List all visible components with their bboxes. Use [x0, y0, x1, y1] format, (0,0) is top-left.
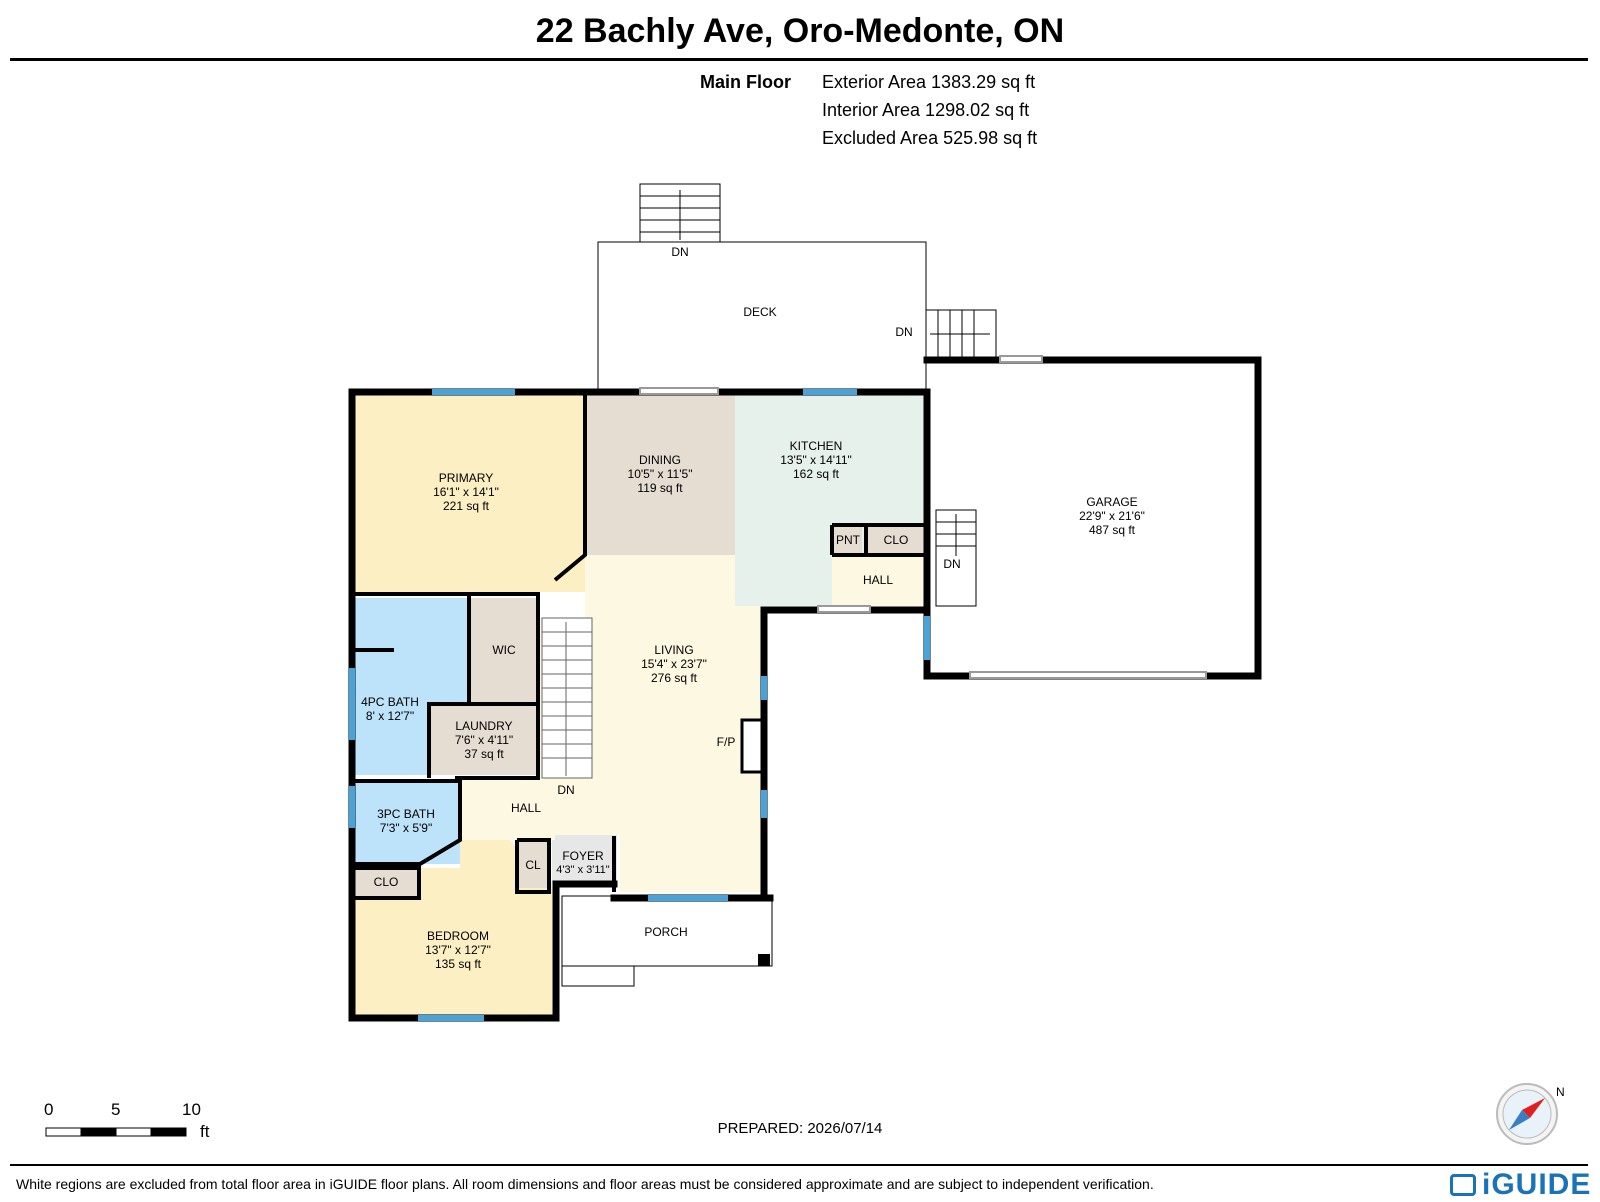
deck-stairs-top-label: DN — [671, 245, 688, 259]
cl-foyer-label: CL — [525, 858, 541, 872]
scale-unit: ft — [200, 1122, 210, 1141]
windows — [349, 389, 930, 1021]
kitchen-area: 162 sq ft — [793, 467, 840, 481]
room-laundry — [429, 704, 538, 775]
room-foyer — [552, 835, 617, 883]
room-hall-kitchen — [832, 555, 926, 606]
scale-ten: 10 — [182, 1100, 201, 1119]
garage-stairs — [935, 509, 977, 607]
laundry-area: 37 sq ft — [464, 747, 504, 761]
compass-north-label: N — [1556, 1085, 1565, 1099]
deck-stairs-top — [639, 183, 721, 243]
scale-zero: 0 — [44, 1100, 54, 1119]
porch-label: PORCH — [644, 925, 687, 939]
deck-stairs-right-label: DN — [895, 325, 912, 339]
room-pantry — [832, 525, 862, 555]
garage-area: 487 sq ft — [1089, 523, 1136, 537]
room-hall-west — [460, 780, 555, 840]
prepared-date: PREPARED: 2026/07/14 — [717, 1120, 883, 1137]
garage-dims: 22'9" x 21'6" — [1079, 509, 1145, 523]
deck-label: DECK — [743, 305, 776, 319]
fireplace-label: F/P — [717, 735, 736, 749]
room-dining — [585, 392, 735, 555]
laundry-dims: 7'6" x 4'11" — [455, 733, 513, 747]
floor-name: Main Floor — [700, 72, 791, 92]
primary-name: PRIMARY — [439, 471, 493, 485]
bedroom-name: BEDROOM — [427, 929, 489, 943]
scale-bar — [45, 1127, 187, 1137]
iguide-logo-icon — [1450, 1174, 1476, 1196]
clo-bedroom-label: CLO — [374, 875, 399, 889]
interior-walls — [352, 392, 927, 900]
living-name: LIVING — [654, 643, 693, 657]
dining-dims: 10'5" x 11'5" — [628, 467, 693, 481]
footer-divider — [10, 1164, 1588, 1166]
bedroom-dims: 13'7" x 12'7" — [425, 943, 491, 957]
dining-area: 119 sq ft — [637, 481, 683, 495]
foyer-dims: 4'3" x 3'11" — [556, 864, 609, 876]
room-primary — [352, 392, 585, 592]
primary-dims: 16'1" x 14'1" — [433, 485, 499, 499]
room-living — [540, 555, 762, 892]
room-cl-foyer — [517, 840, 549, 888]
wic-label: WIC — [492, 643, 516, 657]
room-clo-bedroom — [352, 868, 419, 898]
pantry-label: PNT — [836, 533, 861, 547]
page-title: 22 Bachly Ave, Oro-Medonte, ON — [535, 12, 1065, 50]
room-clo-hall — [866, 525, 926, 555]
clo-hall-label: CLO — [884, 533, 909, 547]
hall-kitchen-label: HALL — [863, 573, 893, 587]
stairs-down — [541, 617, 593, 779]
openings — [639, 355, 1207, 679]
porch-post — [758, 954, 770, 966]
deck-area — [597, 241, 927, 393]
kitchen-dims: 13'5" x 14'11" — [780, 453, 852, 467]
living-dims: 15'4" x 23'7" — [641, 657, 707, 671]
disclaimer: White regions are excluded from total fl… — [16, 1176, 1154, 1192]
bath4-name: 4PC BATH — [361, 695, 419, 709]
garage-name: GARAGE — [1086, 495, 1137, 509]
porch-step — [561, 965, 635, 987]
living-stairs-label: DN — [557, 783, 574, 797]
room-wic — [469, 598, 538, 704]
primary-area: 221 sq ft — [443, 499, 490, 513]
exterior-area: Exterior Area 1383.29 sq ft — [822, 72, 1036, 92]
garage-stairs-label: DN — [943, 557, 960, 571]
compass-icon: N — [1496, 1083, 1565, 1145]
living-area: 276 sq ft — [651, 671, 698, 685]
porch-area — [561, 895, 773, 967]
bath3-name: 3PC BATH — [377, 807, 435, 821]
title-divider — [10, 58, 1588, 61]
deck-stairs-right — [925, 309, 997, 359]
room-bedroom — [352, 840, 552, 1018]
bath3-dims: 7'3" x 5'9" — [380, 821, 432, 835]
scale-five: 5 — [111, 1100, 121, 1119]
bedroom-area: 135 sq ft — [435, 957, 482, 971]
brand-logo: iGUIDE — [1482, 1168, 1592, 1201]
bath4-dims: 8' x 12'7" — [366, 709, 414, 723]
dining-name: DINING — [639, 453, 681, 467]
foyer-name: FOYER — [562, 849, 604, 863]
kitchen-name: KITCHEN — [790, 439, 843, 453]
interior-area: Interior Area 1298.02 sq ft — [822, 100, 1030, 120]
fireplace — [740, 718, 764, 774]
laundry-name: LAUNDRY — [455, 719, 512, 733]
hall-west-label: HALL — [511, 801, 541, 815]
excluded-area: Excluded Area 525.98 sq ft — [822, 128, 1038, 148]
